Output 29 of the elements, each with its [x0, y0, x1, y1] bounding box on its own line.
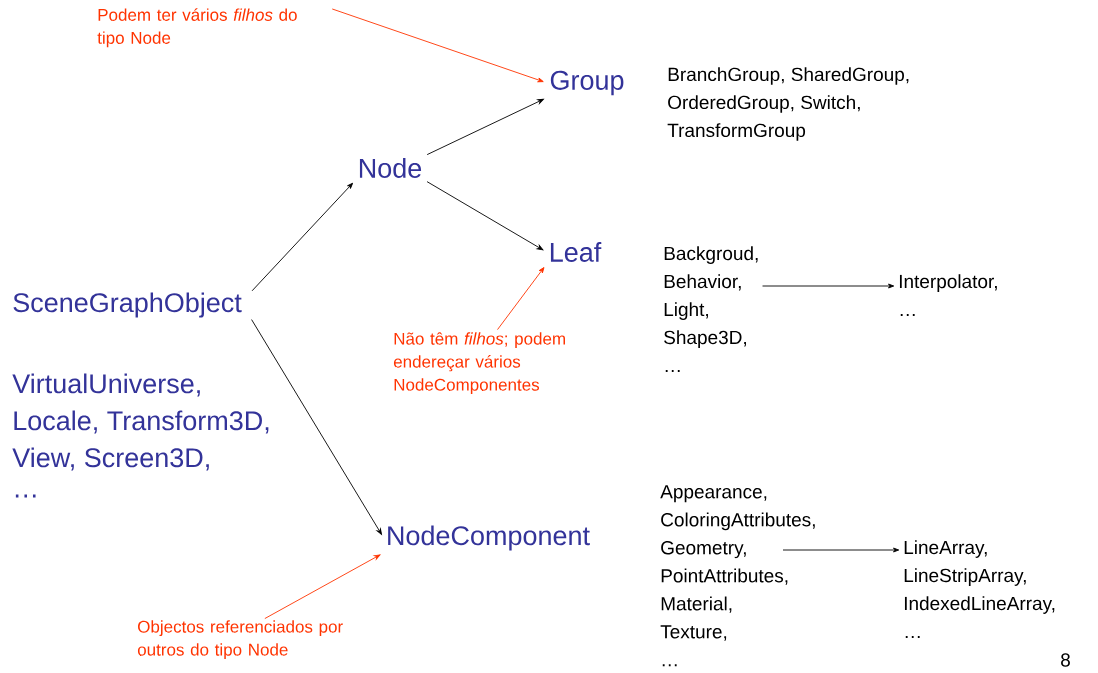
- class-name: NodeComponent: [388, 525, 590, 551]
- leader-arrow: [497, 267, 545, 331]
- class-list: TransformGroup: [667, 123, 806, 141]
- arrow: [251, 182, 354, 292]
- class-list: View, Screen3D,: [12, 447, 209, 471]
- page-number: 8: [1061, 653, 1070, 667]
- arrow: [782, 547, 900, 553]
- class-list: BranchGroup, SharedGroup,: [668, 67, 909, 85]
- arrow: [762, 283, 895, 289]
- class-list: Interpolator, …: [899, 274, 997, 316]
- note-text: Podem ter vários filhos do tipo Node: [97, 8, 297, 48]
- class-list: Locale, Transform3D,: [14, 410, 269, 434]
- class-list: OrderedGroup, Switch,: [668, 95, 860, 113]
- leader-arrow: [264, 554, 381, 619]
- class-list: Backgroud, Behavior, Light, Shape3D, …: [664, 246, 758, 372]
- leader-arrow: [331, 8, 544, 83]
- class-list: …: [15, 494, 36, 498]
- class-name: Group: [550, 70, 624, 96]
- arrow: [251, 319, 382, 535]
- note-text: Objectos referenciados por outros do tipo Node: [137, 620, 343, 660]
- class-list: Appearance, ColoringAttributes, Geometry, PointAttributes, Material, Texture, …: [660, 485, 815, 667]
- note-text: Não têm filhos; podem endereçar vários NodeComponentes: [393, 332, 565, 395]
- class-list: VirtualUniverse,: [12, 373, 200, 397]
- arrow: [426, 98, 544, 156]
- class-name: SceneGraphObject: [13, 292, 242, 318]
- class-list: LineArray, LineStripArray, IndexedLineArray, …: [904, 540, 1055, 638]
- arrow: [426, 181, 544, 251]
- class-name: Leaf: [550, 242, 602, 262]
- class-name: Node: [359, 158, 422, 178]
